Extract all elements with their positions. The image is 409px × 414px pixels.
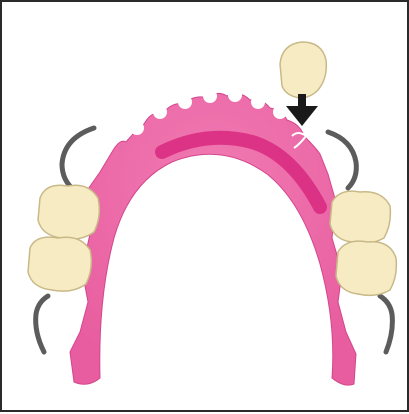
- inserted-tooth-icon: [280, 42, 326, 98]
- artificial-tooth-icon: [330, 191, 396, 295]
